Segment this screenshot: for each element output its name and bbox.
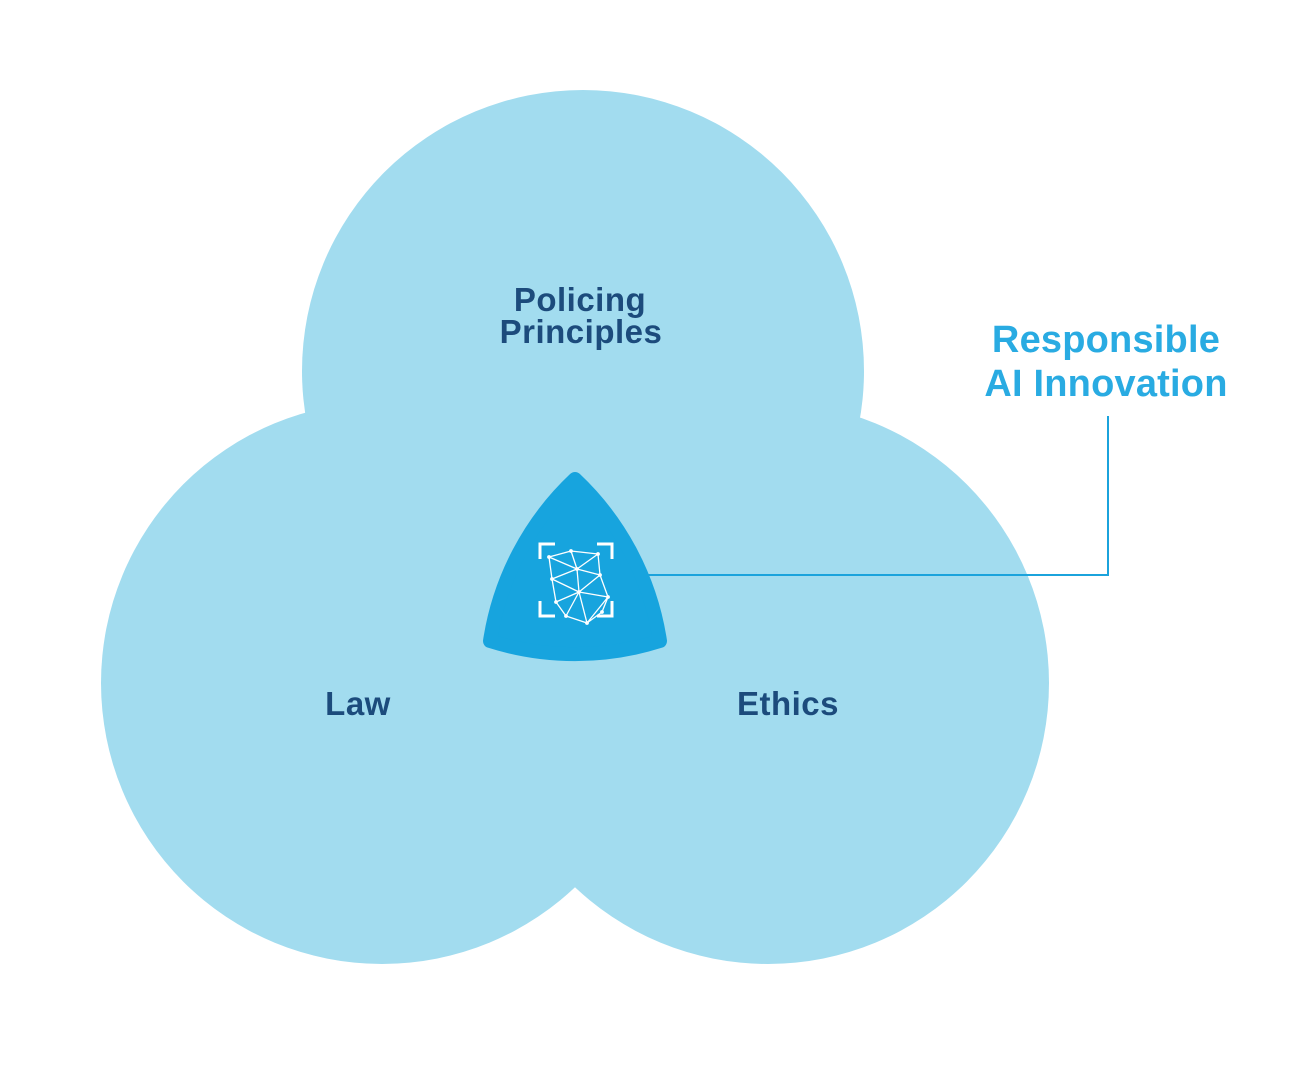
law-label: Law bbox=[325, 685, 391, 722]
policing-principles-label-line2: Principles bbox=[500, 313, 663, 350]
ai-network-scan-icon bbox=[538, 542, 614, 625]
center-intersection-shape bbox=[483, 472, 667, 662]
responsible-ai-innovation-annotation: Responsible AI Innovation bbox=[984, 319, 1227, 405]
ethics-label: Ethics bbox=[737, 685, 839, 722]
policing-principles-label: Policing Principles bbox=[500, 281, 663, 350]
network-mesh-icon bbox=[548, 550, 609, 624]
policing-principles-label-line1: Policing bbox=[514, 281, 646, 318]
network-nodes bbox=[547, 549, 610, 625]
connector-line bbox=[646, 416, 1109, 576]
annotation-line1: Responsible bbox=[992, 319, 1220, 361]
viewfinder-brackets-icon bbox=[538, 542, 614, 618]
annotation-line2: AI Innovation bbox=[984, 363, 1227, 405]
